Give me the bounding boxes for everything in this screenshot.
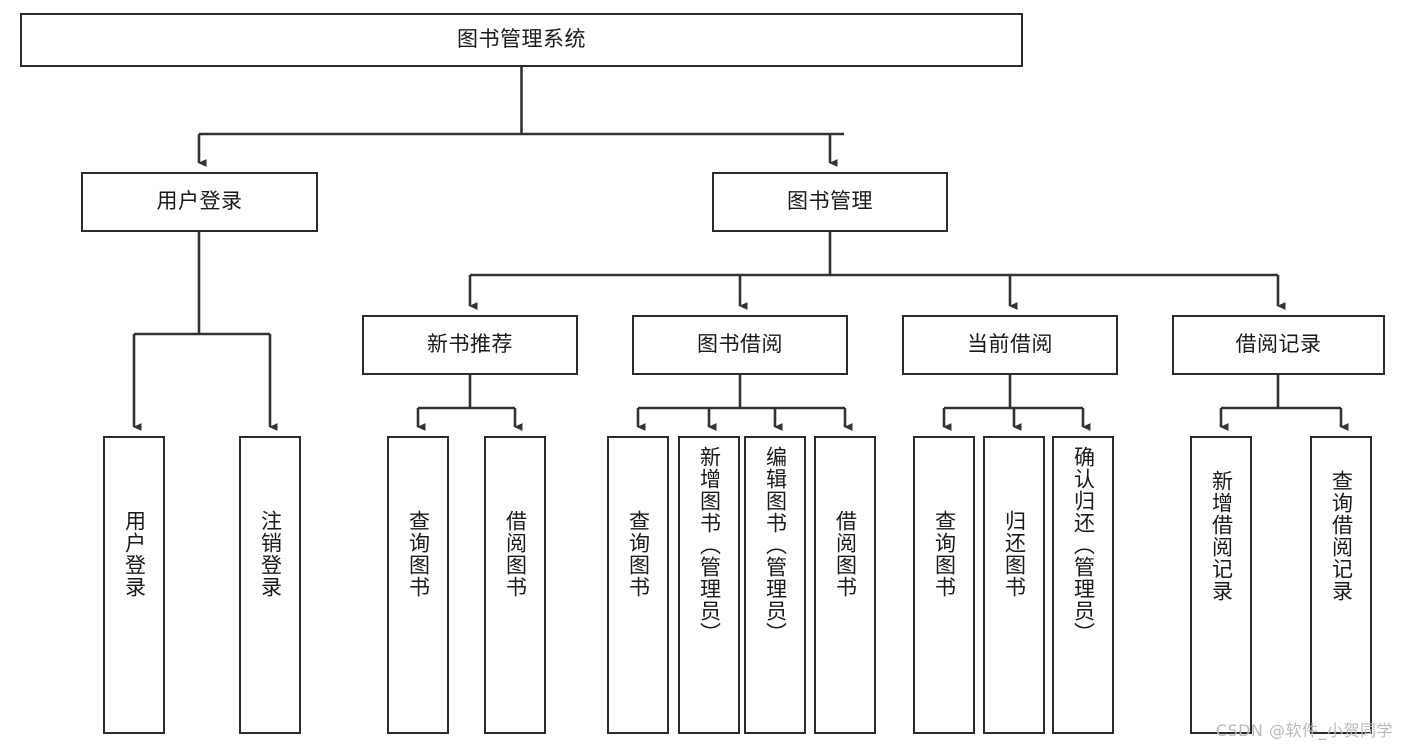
- node-leaf-query-book-borrow[interactable]: 查询图书: [607, 436, 669, 734]
- node-borrow-record[interactable]: 借阅记录: [1172, 315, 1385, 375]
- node-root-system[interactable]: 图书管理系统: [20, 13, 1023, 67]
- edge-current-borrow-to-leaves: [942, 375, 1091, 431]
- node-leaf-query-book-current[interactable]: 查询图书: [913, 436, 975, 734]
- node-label: 图书管理: [787, 189, 873, 214]
- node-label: 查询图书: [932, 510, 957, 598]
- node-label: 新书推荐: [427, 332, 513, 357]
- node-leaf-borrow-book[interactable]: 借阅图书: [814, 436, 876, 734]
- node-label: 新增图书（管理员）: [697, 446, 722, 644]
- node-new-book-recommend[interactable]: 新书推荐: [362, 315, 578, 375]
- node-label: 用户登录: [122, 510, 147, 598]
- node-leaf-query-book-recommend[interactable]: 查询图书: [387, 436, 449, 734]
- node-label: 借阅图书: [833, 510, 858, 598]
- node-label: 归还图书: [1002, 510, 1027, 598]
- edge-book-borrow-to-leaves: [636, 375, 853, 431]
- node-leaf-borrow-book-recommend[interactable]: 借阅图书: [484, 436, 546, 734]
- node-book-management[interactable]: 图书管理: [712, 172, 948, 232]
- node-label: 查询图书: [406, 510, 431, 598]
- node-label: 确认归还（管理员）: [1071, 446, 1096, 644]
- node-user-login[interactable]: 用户登录: [81, 172, 318, 232]
- node-leaf-confirm-return[interactable]: 确认归还（管理员）: [1052, 436, 1114, 734]
- node-label: 借阅记录: [1235, 332, 1322, 357]
- node-label: 当前借阅: [967, 332, 1053, 357]
- node-leaf-query-borrow-record[interactable]: 查询借阅记录: [1310, 436, 1372, 734]
- edge-root-to-level2: [197, 67, 844, 167]
- node-leaf-logout[interactable]: 注销登录: [239, 436, 301, 734]
- node-leaf-add-book[interactable]: 新增图书（管理员）: [678, 436, 740, 734]
- node-leaf-return-book[interactable]: 归还图书: [983, 436, 1045, 734]
- node-current-borrow[interactable]: 当前借阅: [902, 315, 1118, 375]
- node-label: 图书管理系统: [457, 27, 586, 52]
- node-label: 用户登录: [156, 189, 243, 214]
- node-leaf-user-login[interactable]: 用户登录: [103, 436, 165, 734]
- node-label: 查询图书: [626, 510, 651, 598]
- edge-borrow-record-to-leaves: [1219, 375, 1349, 431]
- node-label: 注销登录: [258, 510, 283, 598]
- node-label: 借阅图书: [503, 510, 528, 598]
- node-book-borrow[interactable]: 图书借阅: [632, 315, 848, 375]
- edge-user-login-to-leaves: [132, 232, 278, 431]
- node-label: 新增借阅记录: [1209, 470, 1234, 602]
- node-leaf-edit-book[interactable]: 编辑图书（管理员）: [744, 436, 806, 734]
- edge-new-book-recommend-to-leaves: [416, 375, 523, 431]
- node-label: 编辑图书（管理员）: [763, 446, 788, 644]
- node-label: 图书借阅: [697, 332, 783, 357]
- edge-book-management-to-level3: [468, 232, 1286, 310]
- node-label: 查询借阅记录: [1329, 470, 1354, 602]
- node-leaf-add-borrow-record[interactable]: 新增借阅记录: [1190, 436, 1252, 734]
